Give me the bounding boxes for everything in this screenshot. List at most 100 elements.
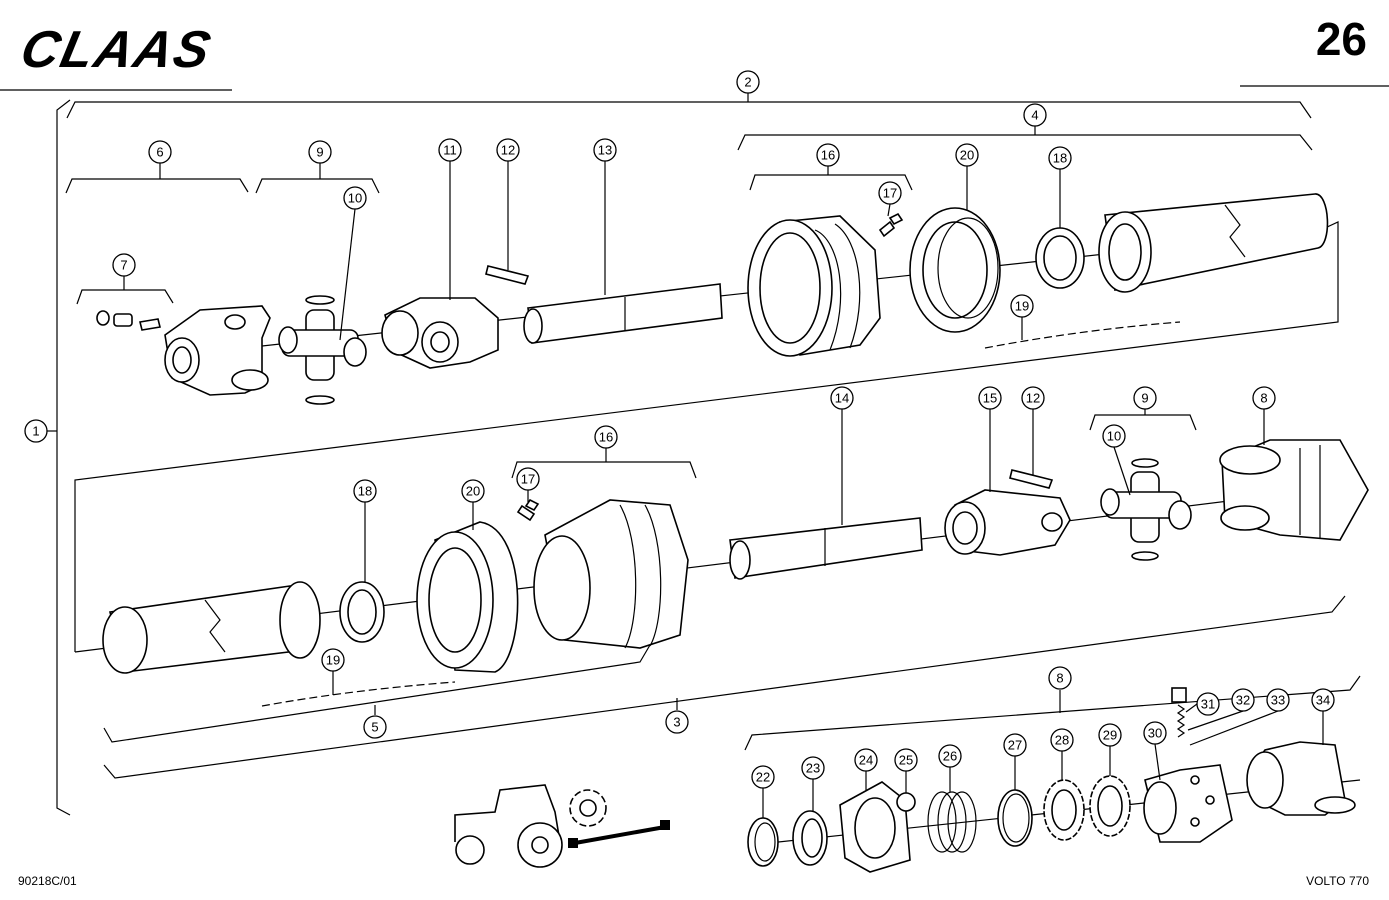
callout-20-bottom: 20 (461, 479, 485, 530)
callout-3: 3 (665, 710, 689, 734)
callout-24: 24 (854, 748, 878, 790)
bracket-16-top (749, 174, 913, 191)
svg-text:29: 29 (1103, 728, 1117, 743)
callout-34: 34 (1311, 688, 1335, 745)
part-16-guard-cone-bottom (533, 499, 689, 649)
svg-text:9: 9 (316, 145, 323, 160)
svg-text:4: 4 (1031, 108, 1038, 123)
callout-8-top: 8 (1252, 386, 1276, 445)
svg-text:17: 17 (883, 186, 897, 201)
part-11-inner-yoke (381, 297, 499, 369)
callout-12-bottom: 12 (1021, 386, 1045, 475)
callout-33: 33 (1189, 688, 1290, 746)
svg-text:13: 13 (598, 143, 612, 158)
part-20-bearing-top (909, 207, 1001, 333)
svg-text:18: 18 (1053, 151, 1067, 166)
svg-text:7: 7 (120, 258, 127, 273)
svg-text:2: 2 (744, 75, 751, 90)
bracket-1 (56, 99, 71, 816)
svg-text:1: 1 (32, 424, 39, 439)
callout-11: 11 (438, 138, 462, 300)
svg-text:9: 9 (1141, 391, 1148, 406)
svg-text:3: 3 (673, 715, 680, 730)
callout-22: 22 (751, 765, 775, 818)
callout-5: 5 (363, 715, 387, 739)
svg-text:6: 6 (156, 145, 163, 160)
callout-16-top: 16 (816, 143, 840, 167)
svg-text:22: 22 (756, 770, 770, 785)
callout-23: 23 (801, 756, 825, 811)
part-26-spring (927, 791, 977, 853)
callout-9-bottom: 9 (1133, 386, 1157, 410)
upper-frame-line (74, 221, 1339, 652)
part-6-yoke (164, 305, 271, 396)
part-7-grease-fittings (96, 310, 161, 331)
bracket-3 (103, 595, 1346, 779)
svg-text:20: 20 (466, 484, 480, 499)
svg-text:25: 25 (899, 753, 913, 768)
svg-text:12: 12 (1026, 391, 1040, 406)
callout-27: 27 (1003, 733, 1027, 790)
part-34-yoke (1246, 741, 1356, 816)
svg-text:11: 11 (443, 143, 457, 158)
svg-text:10: 10 (1107, 429, 1121, 444)
part-15-sleeve-yoke (944, 489, 1071, 556)
callout-16-bottom: 16 (594, 425, 618, 449)
callout-14: 14 (830, 386, 854, 525)
svg-text:34: 34 (1316, 693, 1330, 708)
bracket-16-bottom (511, 461, 697, 479)
part-25-ball (896, 792, 916, 812)
svg-text:33: 33 (1271, 693, 1285, 708)
part-30-hub (1143, 764, 1233, 843)
callout-6: 6 (148, 140, 172, 164)
part-10-cross (278, 295, 367, 405)
bracket-9-bottom (1089, 414, 1197, 431)
callout-18-bottom: 18 (353, 479, 377, 582)
callout-10-top: 10 (339, 186, 367, 341)
callout-2: 2 (736, 70, 760, 94)
svg-text:28: 28 (1055, 733, 1069, 748)
callout-28: 28 (1050, 728, 1074, 780)
part-8-overload-clutch (1219, 439, 1369, 541)
callout-19-bottom: 19 (321, 648, 345, 695)
svg-text:24: 24 (859, 753, 873, 768)
driveshaft-icon (568, 820, 670, 848)
callout-12-top: 12 (496, 138, 520, 270)
callout-25: 25 (894, 748, 918, 793)
callout-18-top: 18 (1048, 146, 1072, 228)
part-18-retaining-ring-top (1035, 227, 1085, 289)
part-19-chain-bottom (261, 681, 456, 707)
part-19-chain-top (984, 321, 1181, 349)
bracket-6 (65, 178, 249, 194)
callout-30: 30 (1143, 721, 1167, 781)
callout-4: 4 (1023, 103, 1047, 127)
svg-text:8: 8 (1260, 391, 1267, 406)
page-number: 26 (1315, 13, 1367, 65)
document-code: 90218C/01 (18, 874, 77, 888)
svg-text:8: 8 (1056, 671, 1063, 686)
bracket-8-bottom (744, 675, 1361, 751)
callout-7: 7 (112, 253, 136, 277)
callout-13: 13 (593, 138, 617, 295)
bracket-4 (737, 134, 1313, 151)
callout-19-top: 19 (1010, 294, 1034, 340)
part-12-pin-bottom (1009, 469, 1054, 489)
part-20-bearing-bottom (416, 521, 519, 673)
callout-9-top: 9 (308, 140, 332, 164)
svg-text:10: 10 (348, 191, 362, 206)
svg-text:14: 14 (835, 391, 849, 406)
part-29-friction-disc (1089, 775, 1131, 837)
svg-text:19: 19 (326, 653, 340, 668)
model-name: VOLTO 770 (1306, 874, 1369, 888)
svg-text:16: 16 (599, 430, 613, 445)
tractor-icon (454, 784, 563, 868)
callout-26: 26 (938, 744, 962, 792)
part-28-friction-disc (1043, 779, 1085, 841)
bracket-9-top (255, 178, 380, 194)
bracket-2 (66, 101, 1312, 119)
part-12-pin-top (485, 265, 530, 285)
svg-text:15: 15 (983, 391, 997, 406)
svg-text:30: 30 (1148, 726, 1162, 741)
svg-text:5: 5 (371, 720, 378, 735)
